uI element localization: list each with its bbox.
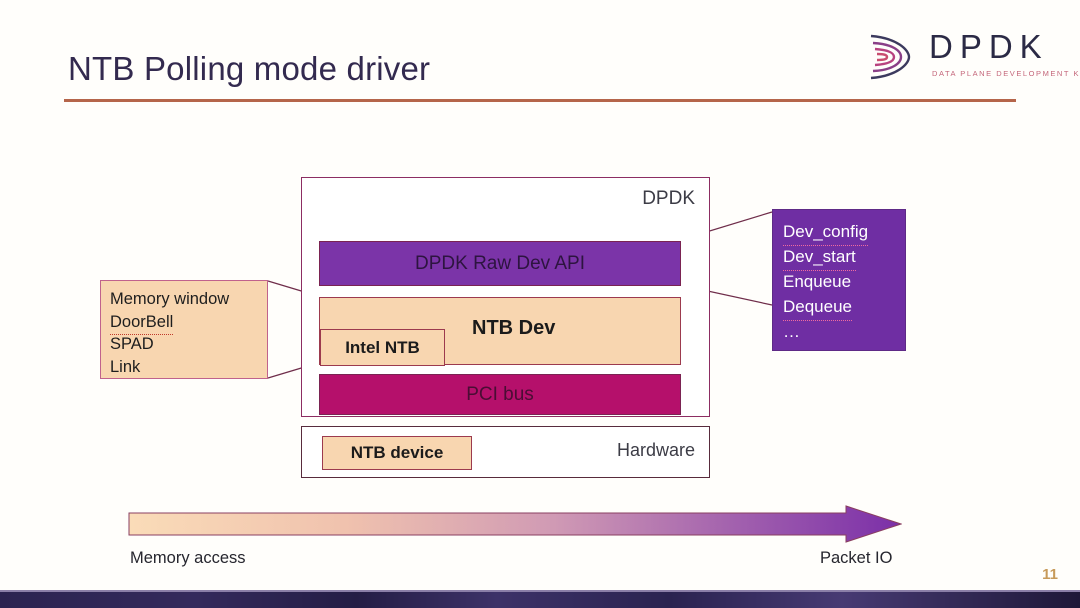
page-number: 11 [1042, 566, 1058, 583]
layer-ntb-dev: NTB Dev Intel NTB [319, 297, 681, 366]
callout-right-item-3: Dequeue [783, 294, 853, 321]
dpdk-box-label: DPDK [642, 188, 695, 209]
callout-rawdev-apis: Dev_config Dev_start Enqueue Dequeue … [772, 209, 906, 351]
callout-left-item-1: DoorBell [110, 311, 174, 335]
hardware-container-box: Hardware NTB device [301, 426, 710, 478]
callout-left-item-0: Memory window [110, 290, 230, 308]
footer-divider [0, 590, 1080, 592]
hardware-box-label: Hardware [616, 440, 695, 460]
intel-ntb-box: Intel NTB [320, 329, 445, 366]
title-underline-rule [64, 99, 1016, 102]
ntb-device-box: NTB device [322, 436, 472, 470]
list-item: SPAD [110, 333, 267, 356]
list-item: Memory window [110, 288, 267, 311]
ntb-device-label: NTB device [350, 443, 444, 462]
footer-band [0, 592, 1080, 608]
layer-label: PCI bus [466, 383, 534, 405]
callout-right-item-4: … [783, 322, 800, 341]
list-item: … [783, 319, 905, 344]
callout-right-item-0: Dev_config [783, 219, 869, 246]
layer-label: DPDK Raw Dev API [415, 252, 585, 274]
dpdk-container-box: DPDK DPDK Raw Dev API NTB Dev Intel NTB … [301, 177, 710, 417]
logo-tagline: DATA PLANE DEVELOPMENT KIT [932, 69, 1080, 78]
spectrum-arrow [128, 505, 902, 543]
list-item: DoorBell [110, 311, 267, 335]
layer-dpdk-raw-dev-api: DPDK Raw Dev API [319, 241, 681, 286]
layer-label: NTB Dev [472, 317, 556, 339]
arrow-label-memory-access: Memory access [130, 549, 246, 567]
list-item: Dev_config [783, 219, 905, 246]
list-item: Dequeue [783, 294, 905, 321]
dpdk-arcs-icon [870, 34, 911, 80]
dpdk-logo: DPDK DATA PLANE DEVELOPMENT KIT [863, 28, 1080, 90]
list-item: Link [110, 356, 267, 379]
page-title: NTB Polling mode driver [68, 50, 431, 87]
callout-left-item-3: Link [110, 357, 141, 376]
callout-left-item-2: SPAD [110, 335, 154, 353]
callout-ntb-features: Memory window DoorBell SPAD Link [100, 280, 268, 379]
logo-wordmark: DPDK [929, 28, 1049, 65]
intel-ntb-label: Intel NTB [345, 337, 420, 357]
layer-pci-bus: PCI bus [319, 374, 681, 415]
list-item: Enqueue [783, 269, 905, 294]
callout-right-item-1: Dev_start [783, 244, 856, 271]
arrow-label-packet-io: Packet IO [820, 549, 893, 567]
callout-right-item-2: Enqueue [783, 272, 852, 291]
list-item: Dev_start [783, 244, 905, 271]
